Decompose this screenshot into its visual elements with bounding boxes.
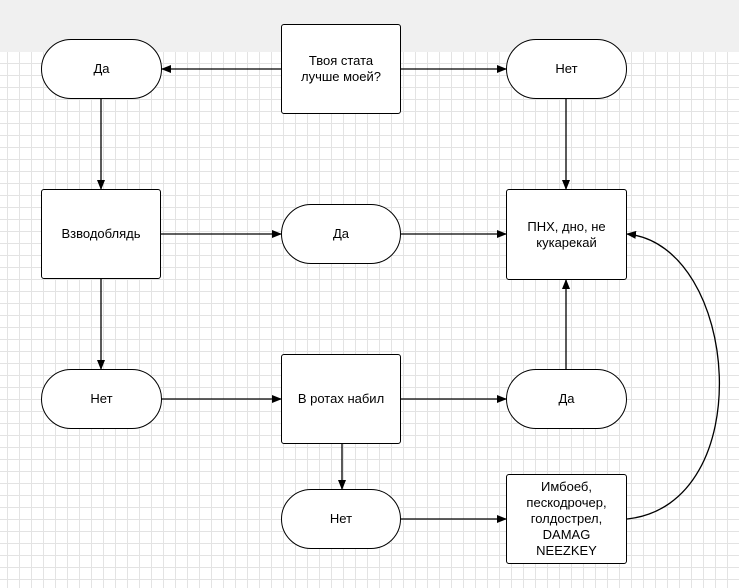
question-label: Твоя стата лучше моей? (300, 53, 382, 84)
no-top-terminal[interactable]: Нет (506, 39, 627, 99)
no-bottom-label: Нет (329, 511, 353, 526)
question-box[interactable]: Твоя стата лучше моей? (281, 24, 401, 114)
yes-middle-terminal[interactable]: Да (281, 204, 401, 264)
edge-imba-to-pnh-curve (626, 230, 721, 520)
no-bottom-terminal[interactable]: Нет (281, 489, 401, 549)
no-top-label: Нет (555, 61, 578, 76)
yes-right-label: Да (558, 391, 575, 406)
rotations-label: В ротах набил (297, 391, 385, 406)
vzvod-label: Взводоблядь (61, 226, 141, 241)
outcome-pnh-label: ПНХ, дно, не кукарекай (527, 218, 606, 250)
imba-box[interactable]: Имбоеб, пескодрочер, голдострел, DAMAG N… (506, 474, 627, 564)
vzvod-box[interactable]: Взводоблядь (41, 189, 161, 279)
imba-label: Имбоеб, пескодрочер, голдострел, DAMAG N… (526, 479, 607, 558)
yes-top-label: Да (93, 61, 110, 76)
no-left-terminal[interactable]: Нет (41, 369, 162, 429)
yes-top-terminal[interactable]: Да (41, 39, 162, 99)
yes-right-terminal[interactable]: Да (506, 369, 627, 429)
outcome-pnh-box[interactable]: ПНХ, дно, не кукарекай (506, 189, 627, 280)
yes-middle-label: Да (332, 226, 350, 241)
rotations-box[interactable]: В ротах набил (281, 354, 401, 444)
no-left-label: Нет (90, 391, 113, 406)
